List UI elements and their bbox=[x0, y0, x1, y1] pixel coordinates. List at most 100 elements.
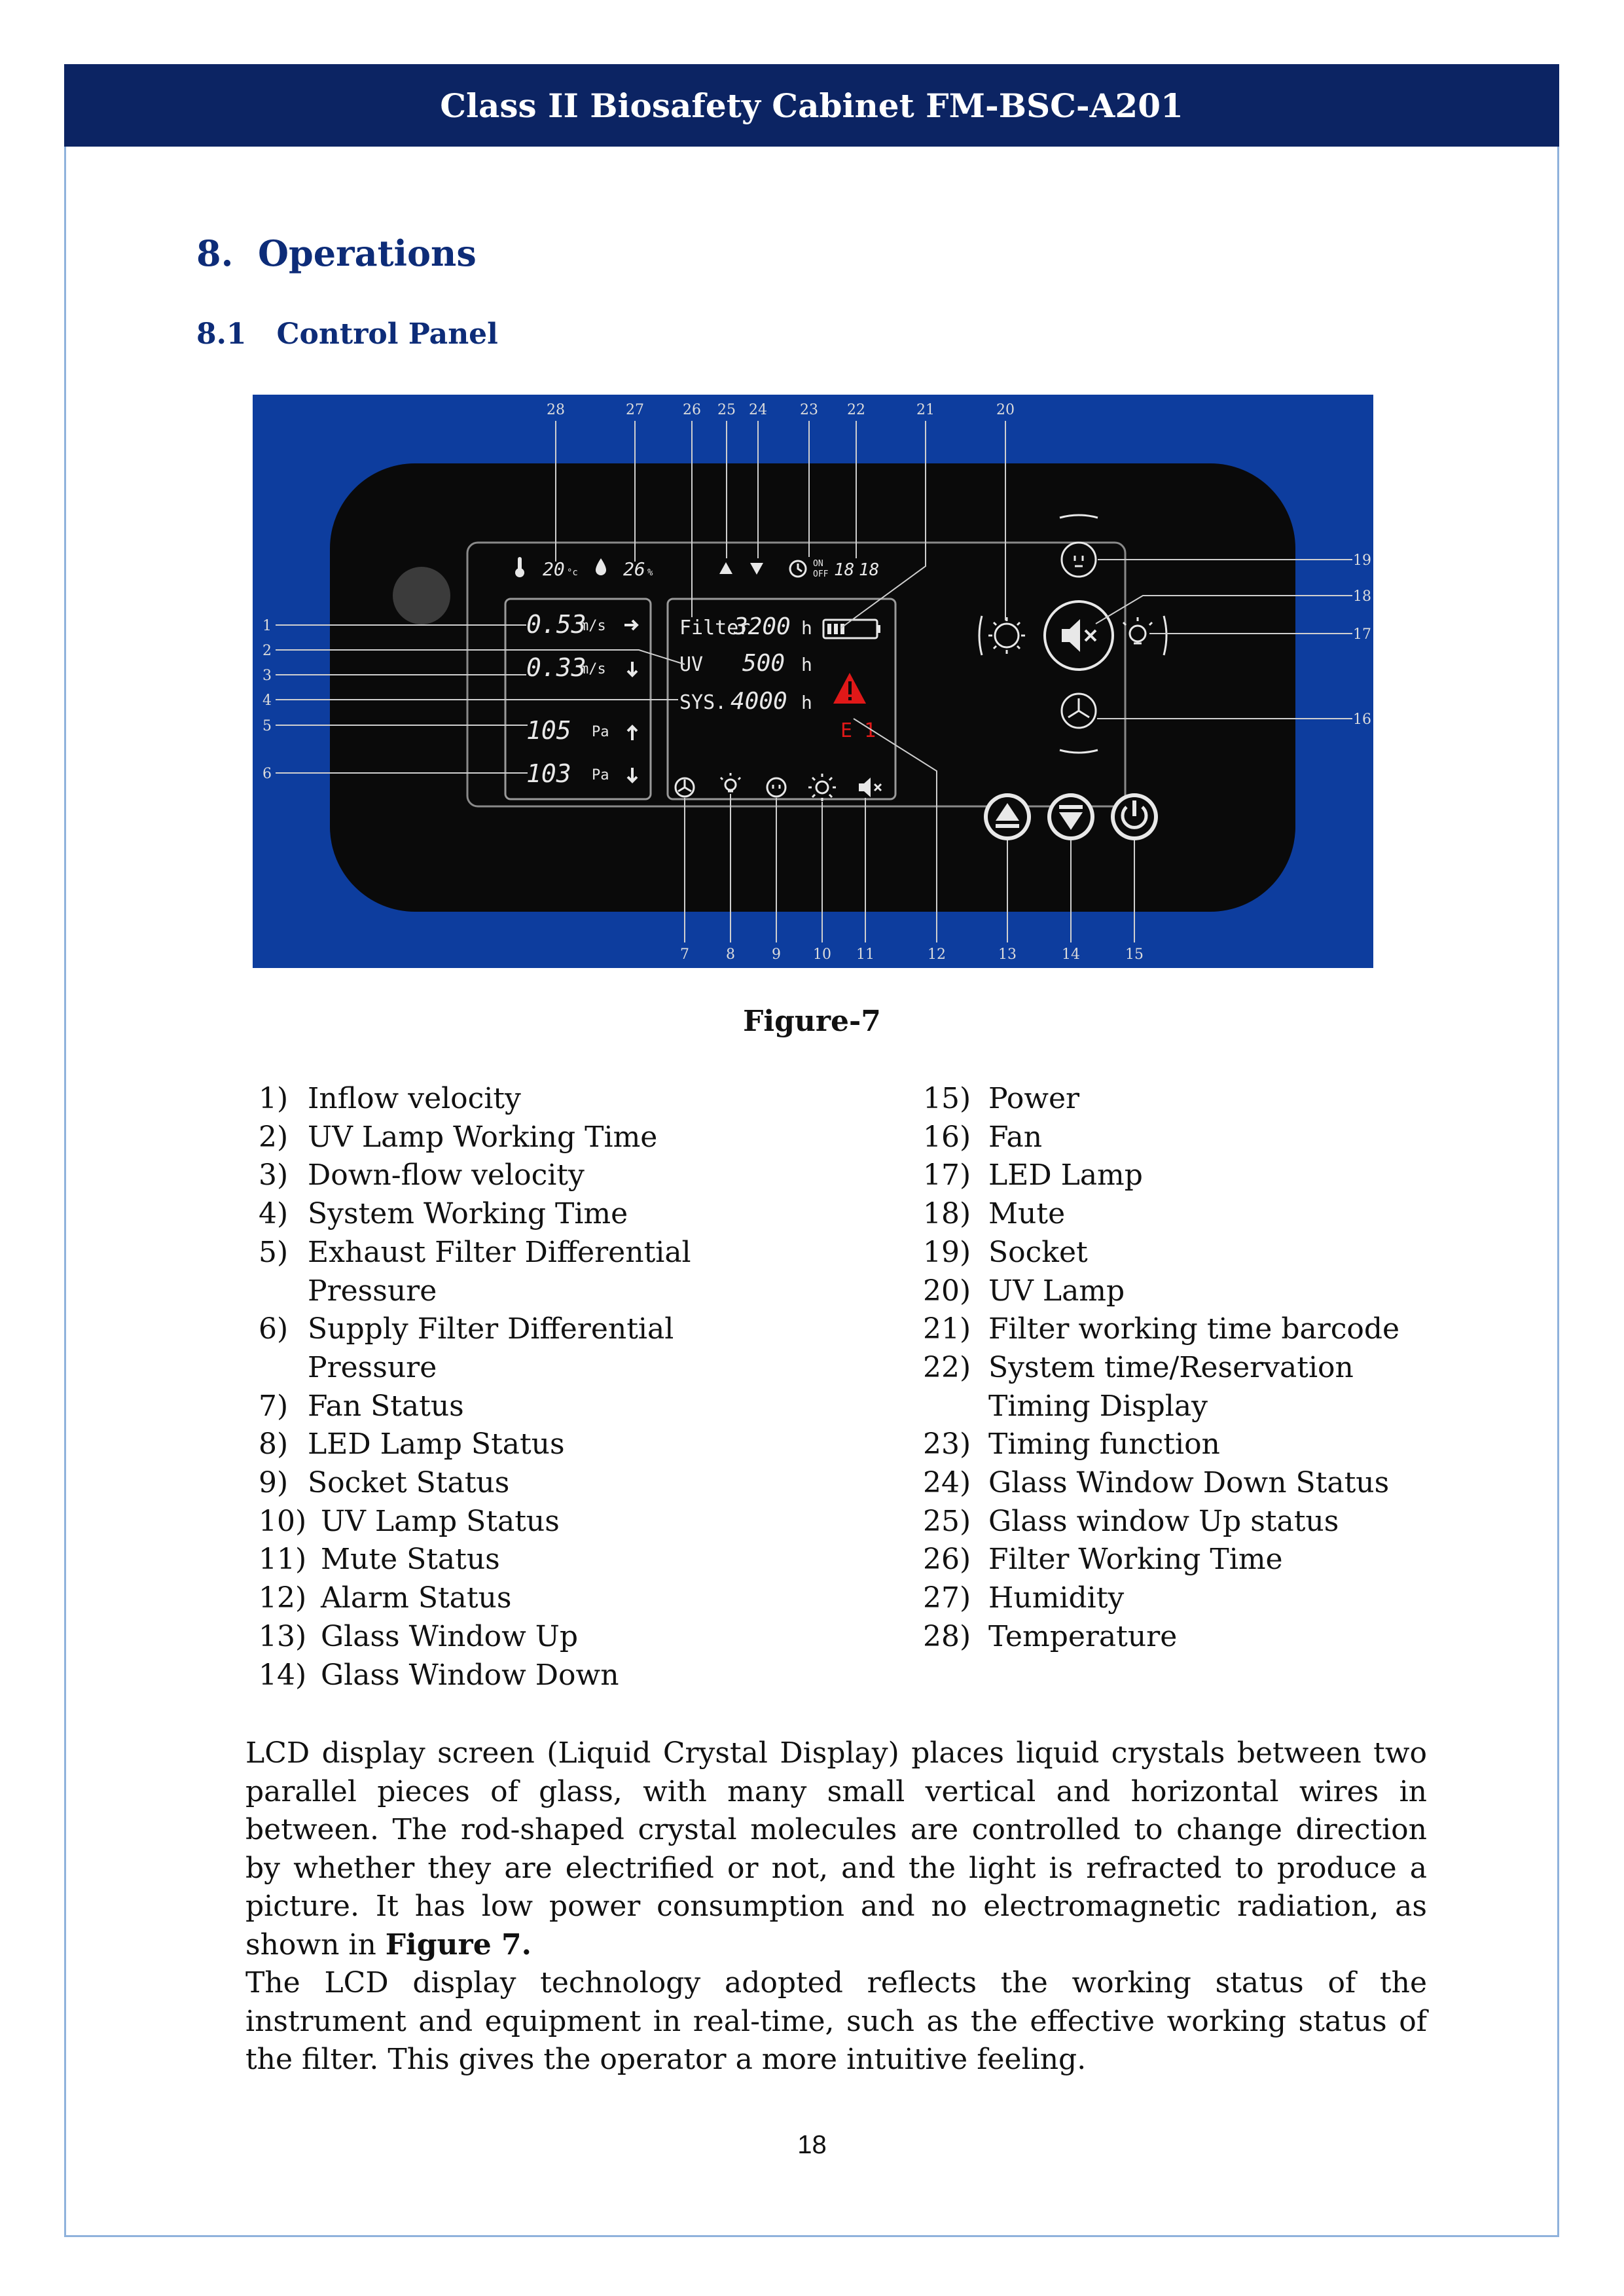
list-item-text: Down-flow velocity bbox=[308, 1158, 585, 1193]
list-item: 28)Temperature bbox=[923, 1618, 1434, 1657]
list-item-text: UV Lamp Working Time bbox=[308, 1120, 658, 1154]
thermometer-icon bbox=[515, 557, 524, 577]
list-item-text: Humidity bbox=[988, 1581, 1125, 1615]
list-item-text: Socket bbox=[988, 1235, 1088, 1269]
list-item-number: 11) bbox=[259, 1543, 307, 1577]
list-item-number: 20) bbox=[923, 1274, 971, 1308]
list-item: 6) Supply Filter Differential Pressure bbox=[259, 1310, 743, 1387]
list-item-number: 5) bbox=[259, 1235, 289, 1269]
uv-hours-unit: h bbox=[801, 654, 812, 675]
list-item: 21) Filter working time barcode bbox=[923, 1310, 1434, 1349]
temperature-unit: °c bbox=[567, 567, 578, 578]
callout-13: 13 bbox=[998, 946, 1017, 963]
arc-right bbox=[1163, 615, 1168, 656]
list-item: 17)LED Lamp bbox=[923, 1157, 1434, 1195]
socket-button[interactable] bbox=[1060, 541, 1097, 578]
control-panel-figure: 20 °c 26 % ON OFF 18 18 0.53 m/s 0.33 m/… bbox=[253, 395, 1373, 968]
list-item-number: 19) bbox=[923, 1235, 971, 1269]
callout-8: 8 bbox=[726, 946, 735, 963]
paragraph-1: LCD display screen (Liquid Crystal Displ… bbox=[245, 1734, 1427, 1964]
list-item: 15)Power bbox=[923, 1080, 1434, 1119]
list-item-number: 22) bbox=[923, 1350, 971, 1384]
list-item-text: Glass Window Down bbox=[321, 1658, 619, 1692]
list-item-text: Supply Filter Differential Pressure bbox=[308, 1312, 674, 1384]
list-item-text: Filter working time barcode bbox=[988, 1312, 1400, 1346]
callout-9: 9 bbox=[772, 946, 781, 963]
list-item-text: System time/Reservation Timing Display bbox=[988, 1350, 1354, 1423]
filter-time-value: 3200 bbox=[733, 613, 791, 640]
list-item-text: Glass Window Up bbox=[321, 1619, 579, 1653]
uv-lamp-button[interactable] bbox=[988, 617, 1025, 654]
list-item: 19) Socket bbox=[923, 1234, 1434, 1272]
arrow-up-icon bbox=[719, 562, 732, 574]
glass-window-down-button[interactable] bbox=[1047, 793, 1094, 840]
list-item-number: 7) bbox=[259, 1389, 289, 1423]
callout-20: 20 bbox=[996, 402, 1015, 418]
mute-button[interactable] bbox=[1043, 600, 1114, 671]
callout-4: 4 bbox=[262, 692, 272, 709]
list-item-text: Socket Status bbox=[308, 1466, 510, 1500]
socket-status-icon bbox=[766, 777, 787, 798]
list-item-number: 8) bbox=[259, 1427, 289, 1462]
list-item-number: 27) bbox=[923, 1581, 971, 1615]
callout-7: 7 bbox=[680, 946, 689, 963]
list-item-number: 25) bbox=[923, 1504, 971, 1538]
list-item-text: LED Lamp Status bbox=[308, 1427, 565, 1462]
list-item-number: 12) bbox=[259, 1581, 307, 1615]
downflow-velocity-unit: m/s bbox=[580, 661, 606, 677]
humidity-icon bbox=[596, 558, 606, 575]
uv-lamp-status-icon bbox=[808, 774, 836, 801]
glass-window-up-button[interactable] bbox=[984, 793, 1031, 840]
control-panel-body bbox=[330, 463, 1295, 912]
off-label: OFF bbox=[813, 569, 829, 579]
led-lamp-button[interactable] bbox=[1122, 617, 1153, 645]
callout-11: 11 bbox=[856, 946, 875, 963]
arc-top bbox=[1059, 514, 1098, 519]
list-item-text: Mute Status bbox=[321, 1543, 500, 1577]
section-number: 8. bbox=[196, 232, 234, 274]
list-item: 8) LED Lamp Status bbox=[259, 1426, 743, 1464]
led-lamp-status-icon bbox=[719, 773, 742, 793]
list-item: 25)Glass window Up status bbox=[923, 1503, 1434, 1541]
downflow-velocity-value: 0.33 bbox=[526, 653, 586, 682]
callout-24: 24 bbox=[749, 402, 767, 418]
callout-27: 27 bbox=[626, 402, 644, 418]
list-item-number: 21) bbox=[923, 1312, 971, 1346]
sensor-dot bbox=[393, 567, 450, 624]
callout-3: 3 bbox=[262, 668, 272, 684]
filter-hours-unit: h bbox=[801, 617, 812, 639]
list-item-number: 17) bbox=[923, 1158, 971, 1193]
list-item: 1)Inflow velocity bbox=[259, 1080, 743, 1119]
list-item-number: 6) bbox=[259, 1312, 289, 1346]
humidity-unit: % bbox=[647, 567, 653, 578]
callout-16: 16 bbox=[1353, 711, 1371, 728]
exhaust-pressure-unit: Pa bbox=[592, 724, 609, 740]
subsection-number: 8.1 bbox=[196, 317, 247, 351]
list-item: 9)Socket Status bbox=[259, 1464, 743, 1503]
callout-28: 28 bbox=[547, 402, 565, 418]
callout-25: 25 bbox=[717, 402, 736, 418]
list-item-text: Mute bbox=[988, 1197, 1066, 1231]
callout-22: 22 bbox=[847, 402, 865, 418]
arrow-up-small-icon bbox=[626, 725, 638, 740]
fan-status-icon bbox=[674, 777, 695, 798]
list-item-number: 16) bbox=[923, 1120, 971, 1154]
filter-label: Filter bbox=[679, 617, 750, 639]
list-item: 27) Humidity bbox=[923, 1579, 1434, 1618]
list-item-text: Glass Window Down Status bbox=[988, 1466, 1390, 1500]
arc-bottom bbox=[1059, 749, 1098, 754]
battery-icon bbox=[822, 619, 880, 639]
exhaust-pressure-value: 105 bbox=[526, 716, 571, 745]
time-hours: 18 bbox=[834, 560, 854, 580]
figure-caption: Figure-7 bbox=[743, 1005, 881, 1038]
list-item-number: 1) bbox=[259, 1082, 289, 1115]
mute-status-icon bbox=[859, 778, 882, 797]
power-button[interactable] bbox=[1111, 793, 1158, 840]
callout-6: 6 bbox=[262, 766, 272, 782]
callout-17: 17 bbox=[1353, 626, 1371, 643]
paragraph-2: The LCD display technology adopted refle… bbox=[245, 1966, 1427, 2076]
alarm-icon bbox=[833, 673, 866, 704]
list-item: 23)Timing function bbox=[923, 1426, 1434, 1464]
list-item-number: 10) bbox=[259, 1504, 307, 1538]
fan-button[interactable] bbox=[1060, 692, 1097, 729]
